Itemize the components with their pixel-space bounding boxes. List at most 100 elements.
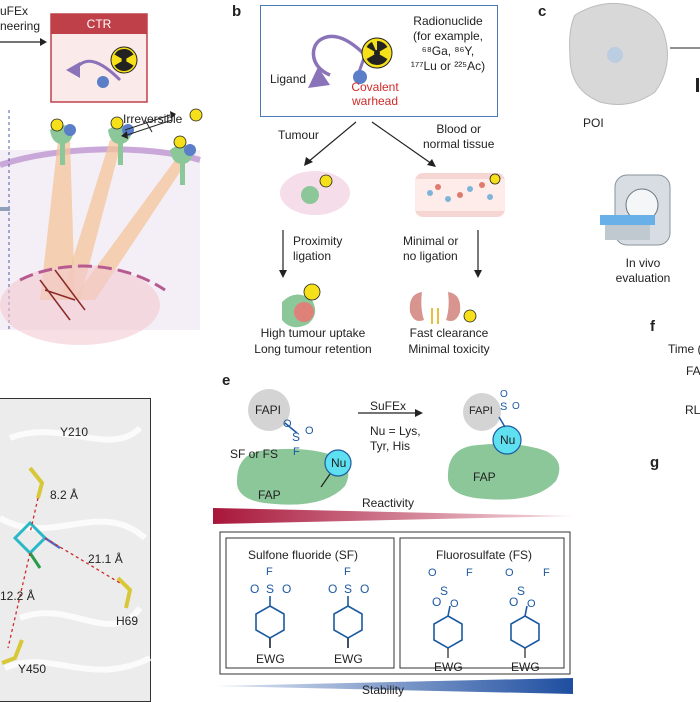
atom-o-right-2: O xyxy=(512,401,520,412)
minimal-line-1: Minimal or xyxy=(403,234,459,248)
covalent-line-1: Covalent xyxy=(351,80,399,94)
atom-s-right: S xyxy=(500,401,508,413)
fapi-label-left: FAPI xyxy=(255,403,282,417)
ewg-4: EWG xyxy=(511,660,540,674)
outcome-right-line-2: Minimal toxicity xyxy=(408,342,490,356)
stability-wedge xyxy=(213,678,573,694)
sf2-o-right: O xyxy=(360,582,370,596)
sf1-f: F xyxy=(266,566,273,578)
distance-12-2: 12.2 Å xyxy=(0,589,35,603)
blood-line-1: Blood or xyxy=(436,122,482,136)
covalent-line-2: warhead xyxy=(351,94,399,108)
panel-f-fa: FA xyxy=(686,364,700,378)
protein-structure xyxy=(0,425,152,673)
sf-or-fs-label: SF or FS xyxy=(230,447,279,461)
minimal-label: Minimal or no ligation xyxy=(403,234,458,264)
ewg-3: EWG xyxy=(434,660,463,674)
panel-g-letter: g xyxy=(650,454,660,471)
poi-label: POI xyxy=(583,116,604,130)
nu-line-1: Nu = Lys, xyxy=(370,424,421,438)
fs1-o-bridge: O xyxy=(432,595,442,609)
fs2-s: S xyxy=(517,584,526,598)
panel-f-rl: RL xyxy=(685,403,700,417)
panel-a-engineering-text: neering xyxy=(0,19,41,33)
sf2-s: S xyxy=(344,582,353,596)
down-arrows xyxy=(279,230,482,278)
residue-h69: H69 xyxy=(116,614,139,628)
sufex-reaction-scheme xyxy=(236,389,560,505)
radionuclide-line-4: ¹⁷⁷Lu or ²²⁵Ac) xyxy=(410,59,486,73)
atom-s-left: S xyxy=(292,430,301,444)
sf1-o-right: O xyxy=(282,582,292,596)
sf1-o-left: O xyxy=(250,582,260,596)
residue-y450: Y450 xyxy=(18,662,47,676)
fs2-f: F xyxy=(543,567,550,579)
sufex-label: SuFEx xyxy=(370,399,407,413)
panel-e-letter: e xyxy=(222,372,231,389)
fap-label-right: FAP xyxy=(473,470,496,484)
atom-o-right-1: O xyxy=(500,389,508,400)
branch-arrows xyxy=(304,121,436,167)
proximity-line-1: Proximity xyxy=(293,234,343,248)
atom-o-left-1: O xyxy=(283,418,292,430)
radionuclide-label: Radionuclide (for example, ⁶⁸Ga, ⁸⁶Y, ¹⁷… xyxy=(398,14,498,74)
fs2-o-bottom: O xyxy=(527,598,536,610)
panel-c-letter: c xyxy=(538,3,547,20)
panel-a-illustration xyxy=(0,13,203,345)
outcome-left-line-2: Long tumour retention xyxy=(254,342,372,356)
tumour-vessel-images xyxy=(280,171,505,217)
outcome-images xyxy=(282,283,477,328)
minimal-line-2: no ligation xyxy=(403,249,458,263)
irreversible-label: Irreversible xyxy=(123,112,183,126)
fs2-o-top: O xyxy=(505,567,514,579)
reactivity-label: Reactivity xyxy=(362,496,415,510)
atom-f-left: F xyxy=(293,446,300,458)
ligand-warhead-illustration xyxy=(308,34,393,88)
fs2-o-bridge: O xyxy=(509,595,519,609)
radionuclide-line-1: Radionuclide xyxy=(413,14,483,28)
ligand-label: Ligand xyxy=(270,72,307,86)
so2f-left: S xyxy=(292,430,300,444)
nu-label-left: Nu xyxy=(331,456,347,470)
tumour-label: Tumour xyxy=(278,128,319,142)
atom-o-left-2: O xyxy=(305,425,314,437)
reactivity-wedge xyxy=(213,508,573,524)
poi-and-scanner xyxy=(569,2,700,246)
outcome-left-line-1: High tumour uptake xyxy=(260,326,366,340)
outcome-left: High tumour uptake Long tumour retention xyxy=(248,325,378,357)
outcome-right: Fast clearance Minimal toxicity xyxy=(394,325,504,357)
invivo-line-2: evaluation xyxy=(615,271,671,285)
sf1-s: S xyxy=(266,582,275,596)
sf-fs-comparison xyxy=(213,508,573,694)
radiation-icon-b xyxy=(361,37,393,69)
panel-b-box xyxy=(260,5,498,117)
nu-label-right: Nu xyxy=(500,433,516,447)
fapi-label-right: FAPI xyxy=(469,405,493,417)
blood-line-2: normal tissue xyxy=(423,137,495,151)
box-sf-title: Sulfone fluoride (SF) xyxy=(248,548,359,562)
panel-f-time: Time ( xyxy=(668,342,700,356)
proximity-line-2: ligation xyxy=(293,249,332,263)
invivo-line-1: In vivo xyxy=(625,256,661,270)
box-fs-title: Fluorosulfate (FS) xyxy=(436,548,533,562)
fap-label-left: FAP xyxy=(258,488,281,502)
invivo-label: In vivo evaluation xyxy=(603,256,683,286)
sf2-o-left: O xyxy=(328,582,338,596)
panel-a-sufex-text: uFEx xyxy=(0,4,29,18)
panel-f-letter: f xyxy=(650,318,655,335)
distance-8-2: 8.2 Å xyxy=(50,488,79,502)
ewg-1: EWG xyxy=(256,652,285,666)
nu-line-2: Tyr, His xyxy=(370,439,411,453)
panel-b-letter: b xyxy=(232,3,242,20)
radionuclide-line-2: (for example, xyxy=(412,29,484,43)
blood-label: Blood or normal tissue xyxy=(423,122,494,152)
proximity-label: Proximity ligation xyxy=(293,234,342,264)
ctr-label: CTR xyxy=(86,17,112,31)
fs1-o-top: O xyxy=(428,567,437,579)
nu-residues-label: Nu = Lys, Tyr, His xyxy=(370,424,421,454)
sf2-f: F xyxy=(344,566,351,578)
fs1-s: S xyxy=(440,584,449,598)
outcome-right-line-1: Fast clearance xyxy=(409,326,489,340)
ewg-2: EWG xyxy=(334,652,363,666)
radionuclide-line-3: ⁶⁸Ga, ⁸⁶Y, xyxy=(421,44,475,58)
